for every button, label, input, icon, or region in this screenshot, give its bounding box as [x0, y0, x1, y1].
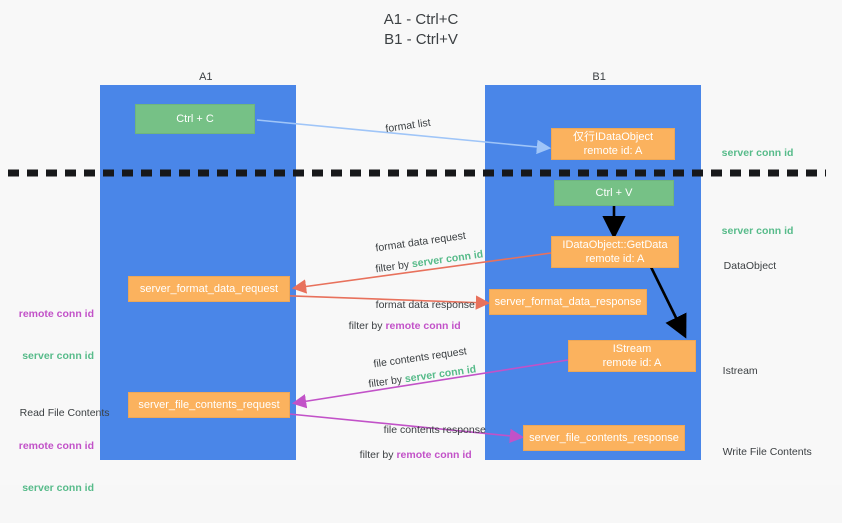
edge-label-file-contents-response-text: file contents response [383, 424, 486, 436]
left-label-conn-id-group-1: remote conn id server conn id [0, 279, 94, 391]
diagram-canvas: A1 - Ctrl+CB1 - Ctrl+V A1 remote B1 conn… [0, 10, 842, 494]
box-istream-sub: remote id: A [602, 357, 662, 369]
box-getdata-sub: remote id: A [585, 253, 645, 265]
right-label-istream: Istream [711, 350, 758, 392]
left-label-read-file-contents-text: Read File Contents [19, 407, 110, 419]
right-label-server-conn-id-1: server conn id [710, 132, 794, 174]
box-idataobject[interactable]: 仅行IDataObject remote id: A [551, 128, 675, 160]
edge-label-file-contents-response: file contents response [372, 409, 486, 451]
filter-prefix: filter by [367, 373, 406, 391]
left-label-server-conn-id-1: server conn id [22, 350, 94, 362]
filter-prefix: filter by [348, 320, 386, 332]
column-b1-name: B1 [592, 71, 606, 83]
filter-value-server-conn-id: server conn id [411, 248, 484, 271]
right-label-server-conn-id-2: server conn id [710, 210, 794, 252]
right-label-write-file-contents: Write File Contents [711, 431, 812, 473]
right-label-data-object-text: DataObject [723, 260, 777, 272]
box-ctrl-v[interactable]: Ctrl + V [554, 180, 674, 206]
filter-value-remote-conn-id: remote conn id [385, 320, 461, 332]
box-server-file-contents-response-label: server_file_contents_response [529, 432, 679, 444]
edge-label-format-data-response-text: format data response [375, 299, 475, 311]
box-server-format-data-response[interactable]: server_format_data_response [489, 289, 647, 315]
box-server-format-data-request[interactable]: server_format_data_request [128, 276, 290, 302]
box-server-format-data-request-label: server_format_data_request [139, 283, 279, 295]
box-idataobject-title: 仅行IDataObject [572, 131, 654, 143]
box-idataobject-getdata[interactable]: IDataObject::GetData remote id: A [551, 236, 679, 268]
right-label-istream-text: Istream [722, 365, 758, 377]
left-label-remote-conn-id-1: remote conn id [18, 308, 94, 320]
right-label-server-conn-id-2-text: server conn id [721, 225, 794, 237]
box-idataobject-sub: remote id: A [583, 145, 643, 157]
box-server-file-contents-request[interactable]: server_file_contents_request [128, 392, 290, 418]
left-label-read-file-contents: Read File Contents [8, 392, 110, 434]
box-ctrl-c-label: Ctrl + C [176, 113, 214, 125]
filter-value-server-conn-id: server conn id [404, 363, 477, 386]
title-line-1: A1 - Ctrl+C [383, 11, 459, 28]
page-title: A1 - Ctrl+C B1 - Ctrl+V [0, 10, 842, 50]
filter-prefix: filter by [374, 258, 413, 276]
box-ctrl-v-label: Ctrl + V [595, 187, 633, 199]
left-label-remote-conn-id-2: remote conn id [18, 440, 94, 452]
filter-prefix: filter by [359, 449, 397, 461]
box-ctrl-c[interactable]: Ctrl + C [135, 104, 255, 134]
box-server-format-data-response-label: server_format_data_response [494, 296, 642, 308]
filter-value-remote-conn-id: remote conn id [396, 449, 472, 461]
right-label-data-object: DataObject [712, 245, 777, 287]
box-server-file-contents-response[interactable]: server_file_contents_response [523, 425, 685, 451]
edge-label-format-data-response-filter: filter by remote conn id [337, 305, 461, 347]
box-server-file-contents-request-label: server_file_contents_request [138, 399, 280, 411]
edge-label-format-data-response: format data response [364, 284, 475, 326]
left-label-server-conn-id-2: server conn id [22, 482, 94, 494]
title-line-2: B1 - Ctrl+V [384, 31, 458, 48]
edge-label-format-list-text: format list [384, 116, 432, 136]
box-getdata-title: IDataObject::GetData [562, 239, 668, 251]
box-istream[interactable]: IStream remote id: A [568, 340, 696, 372]
right-label-write-file-contents-text: Write File Contents [722, 446, 812, 458]
left-label-conn-id-group-2: remote conn id server conn id [0, 411, 94, 523]
column-a1-name: A1 [199, 71, 213, 83]
edge-label-file-contents-response-filter: filter by remote conn id [348, 434, 472, 476]
right-label-server-conn-id-1-text: server conn id [721, 147, 794, 159]
box-istream-title: IStream [612, 343, 652, 355]
edge-label-format-list: format list [371, 102, 434, 152]
